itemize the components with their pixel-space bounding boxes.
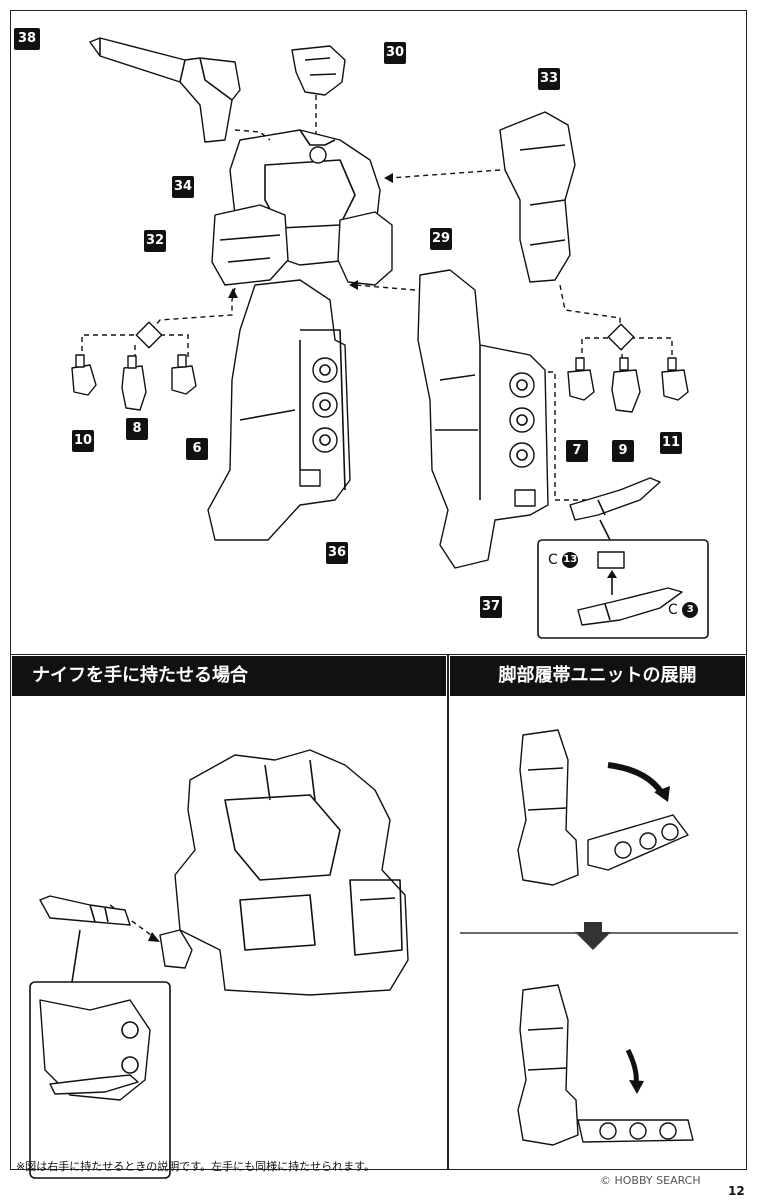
shoulder-part-32 xyxy=(211,204,289,286)
track-deploy-diagram xyxy=(460,729,738,1146)
track-after xyxy=(577,1119,694,1143)
badge-part-11: 11 xyxy=(660,432,682,454)
badge-part-30: 30 xyxy=(384,42,406,64)
knife-in-hand-detail xyxy=(39,999,151,1101)
badge-part-29: 29 xyxy=(430,228,452,250)
badge-part-9: 9 xyxy=(612,440,634,462)
c-letter: C xyxy=(668,602,678,618)
watermark: © HOBBY SEARCH xyxy=(600,1174,701,1187)
knife-hold-diagram xyxy=(29,749,409,1179)
badge-part-34: 34 xyxy=(172,176,194,198)
track-before xyxy=(587,814,689,871)
knife-loose xyxy=(39,895,131,926)
c3-label: C 3 xyxy=(668,602,699,618)
knife-detail xyxy=(577,551,683,626)
shoulder-part-29 xyxy=(337,211,393,286)
section-right-frame xyxy=(448,654,747,1170)
robot-hand-with-knife xyxy=(159,929,193,969)
c-letter: C xyxy=(548,552,558,568)
hand-part-11 xyxy=(661,357,689,401)
leg-part-37 xyxy=(417,269,549,569)
badge-part-33: 33 xyxy=(538,68,560,90)
badge-part-8: 8 xyxy=(126,418,148,440)
section-left-title: ナイフを手に持たせる場合 xyxy=(12,656,446,696)
badge-part-32: 32 xyxy=(144,230,166,252)
hand-part-9 xyxy=(611,357,641,413)
robot-upper-body xyxy=(174,749,409,996)
hand-part-7 xyxy=(567,357,595,401)
c13-number: 13 xyxy=(562,552,579,568)
section-right-title: 脚部履帯ユニットの展開 xyxy=(450,656,745,696)
badge-part-10: 10 xyxy=(72,430,94,452)
badge-part-6: 6 xyxy=(186,438,208,460)
section-left-frame xyxy=(10,654,448,1170)
assembly-diagram xyxy=(71,37,709,639)
gun-part-34 xyxy=(89,37,241,143)
footnote: ※図は右手に持たせるときの説明です。左手にも同様に持たせられます。 xyxy=(16,1160,376,1173)
badge-part-37: 37 xyxy=(480,596,502,618)
c13-label: C 13 xyxy=(548,552,579,568)
hand-part-10 xyxy=(71,354,97,396)
head-part-30 xyxy=(291,45,346,96)
hand-part-8 xyxy=(121,355,147,411)
c3-number: 3 xyxy=(682,602,699,618)
knife-assembled xyxy=(569,477,661,521)
arm-part-33 xyxy=(499,111,576,283)
hand-part-6 xyxy=(171,354,197,395)
leg-after xyxy=(517,984,579,1146)
badge-part-36: 36 xyxy=(326,542,348,564)
leg-before xyxy=(517,729,579,886)
badge-part-7: 7 xyxy=(566,440,588,462)
page-number: 12 xyxy=(728,1184,745,1198)
leg-part-36 xyxy=(207,279,351,541)
step-number-badge: 38 xyxy=(14,28,40,50)
